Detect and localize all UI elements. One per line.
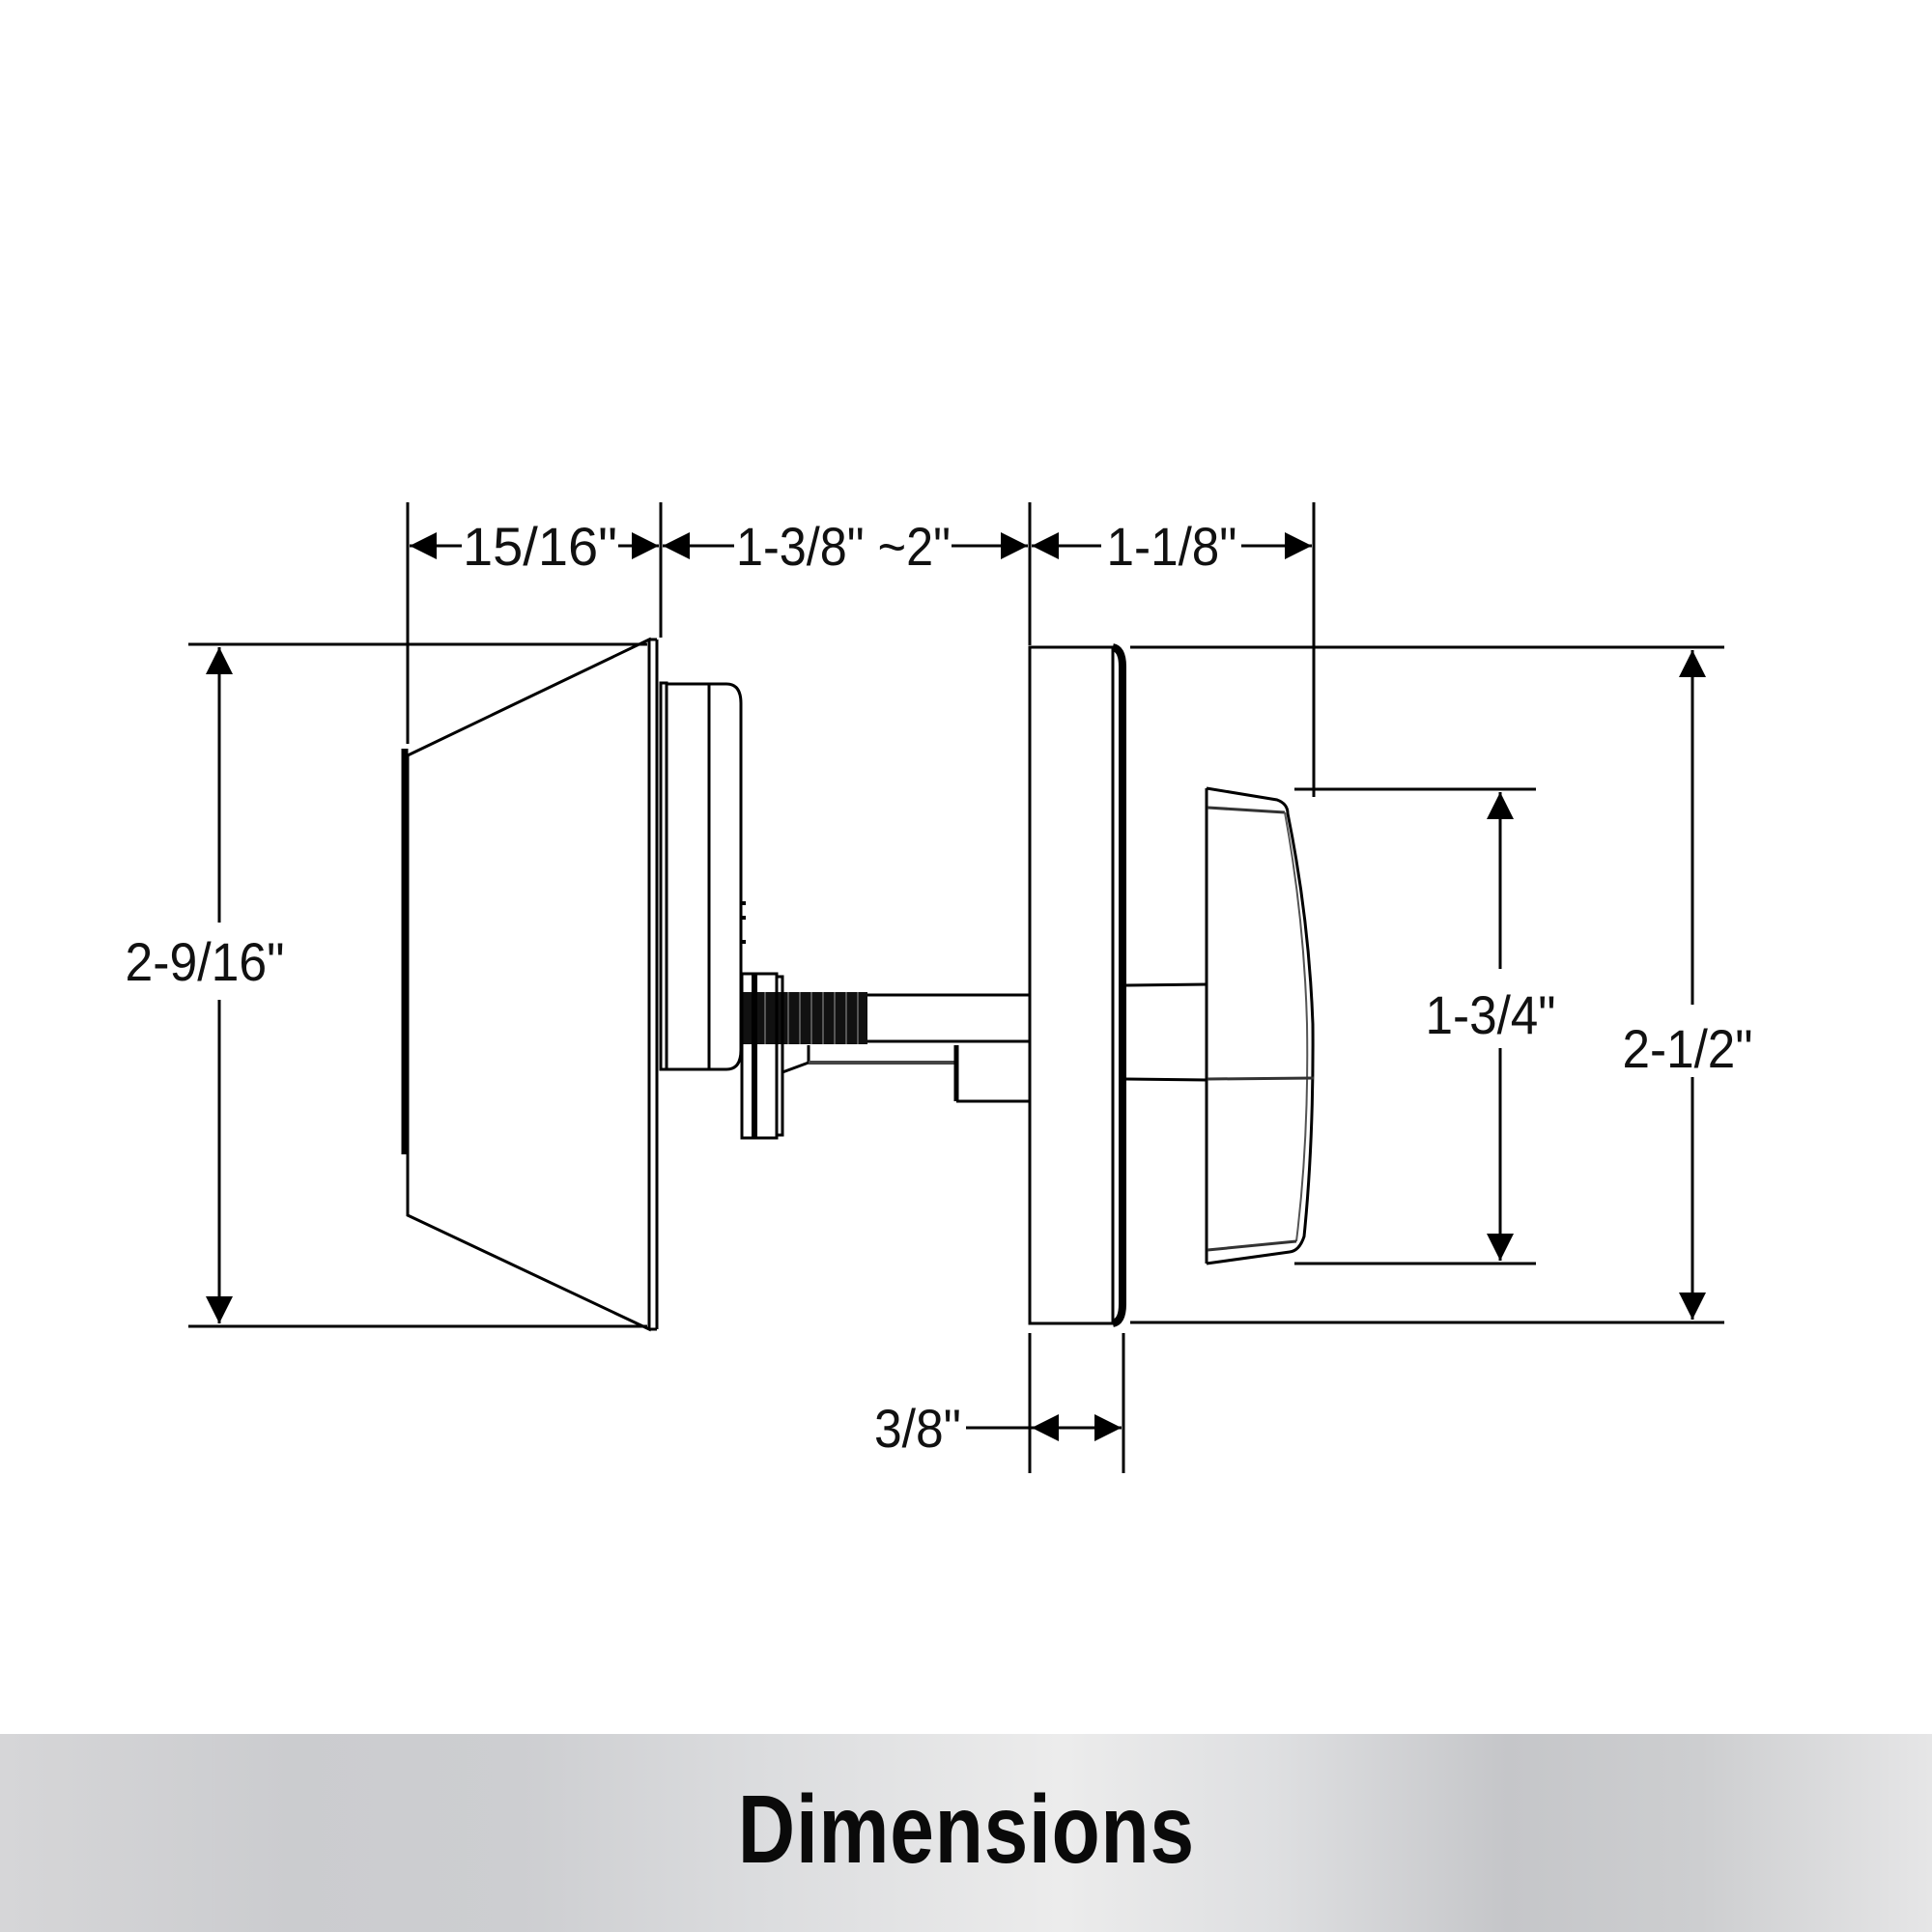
spindle-assembly xyxy=(740,901,1030,1140)
dim-label-exterior-height: 2-9/16" xyxy=(126,931,285,992)
title-banner: Dimensions xyxy=(0,1734,1932,1932)
banner-title: Dimensions xyxy=(737,1776,1195,1884)
deadbolt-dimension-drawing: 15/16" 1-3/8" ~2" 1-1/8" 2-9/16" 1-3/4" … xyxy=(126,502,1753,1473)
dim-label-interior-height: 2-1/2" xyxy=(1623,1018,1753,1079)
dim-label-interior-depth: 1-1/8" xyxy=(1107,516,1237,577)
dim-label-rose-thickness: 3/8" xyxy=(874,1398,961,1459)
dim-label-turn-piece-height: 1-3/4" xyxy=(1426,984,1556,1045)
dim-label-door-thickness: 1-3/8" ~2" xyxy=(736,516,951,577)
interior-rose xyxy=(1028,643,1126,1327)
dim-label-exterior-depth: 15/16" xyxy=(463,516,617,577)
exterior-deadbolt-body xyxy=(401,637,743,1332)
thumbturn xyxy=(1125,786,1315,1265)
